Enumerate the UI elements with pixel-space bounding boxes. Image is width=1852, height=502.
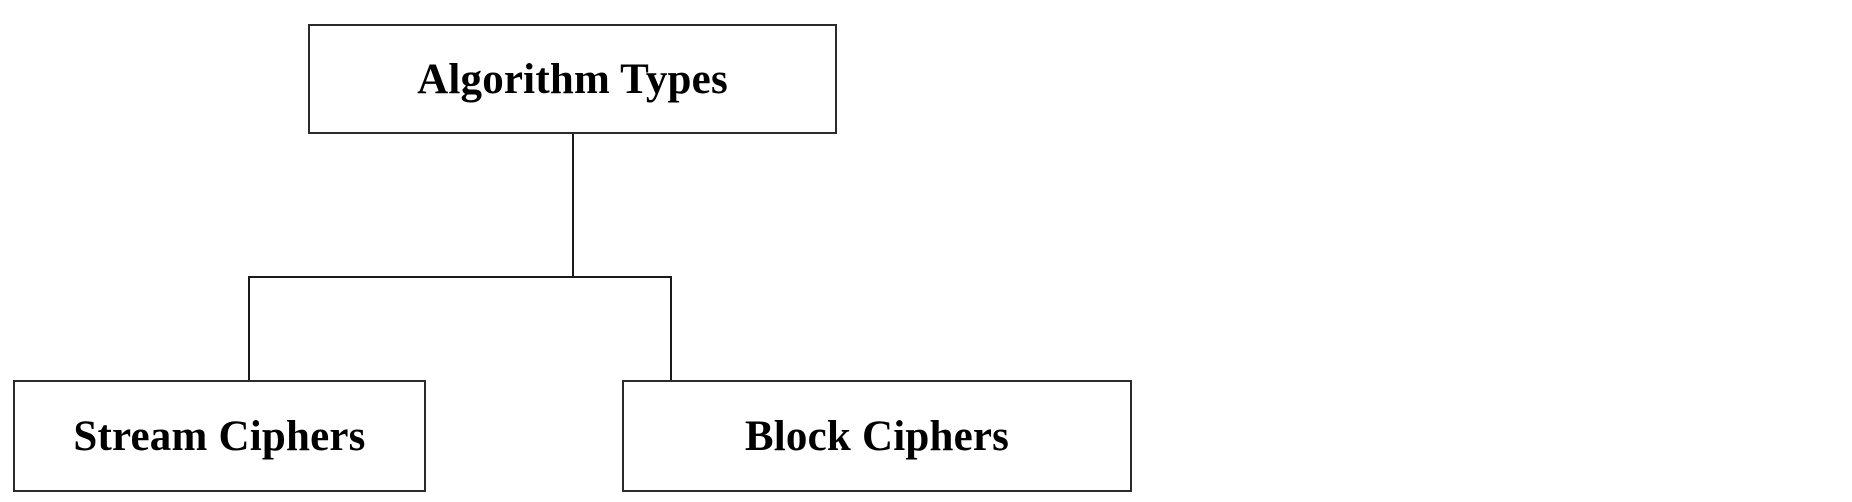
edge-to-block-ciphers: [670, 276, 672, 381]
node-block-ciphers[interactable]: Block Ciphers: [622, 380, 1132, 492]
edge-to-stream-ciphers: [248, 276, 250, 381]
edge-horizontal-bus: [248, 276, 672, 278]
node-algorithm-types[interactable]: Algorithm Types: [308, 24, 837, 134]
node-algorithm-types-label: Algorithm Types: [417, 55, 728, 103]
node-stream-ciphers[interactable]: Stream Ciphers: [13, 380, 426, 492]
node-stream-ciphers-label: Stream Ciphers: [73, 412, 366, 460]
edge-root-vertical-connector: [572, 133, 574, 278]
node-block-ciphers-label: Block Ciphers: [744, 412, 1010, 460]
